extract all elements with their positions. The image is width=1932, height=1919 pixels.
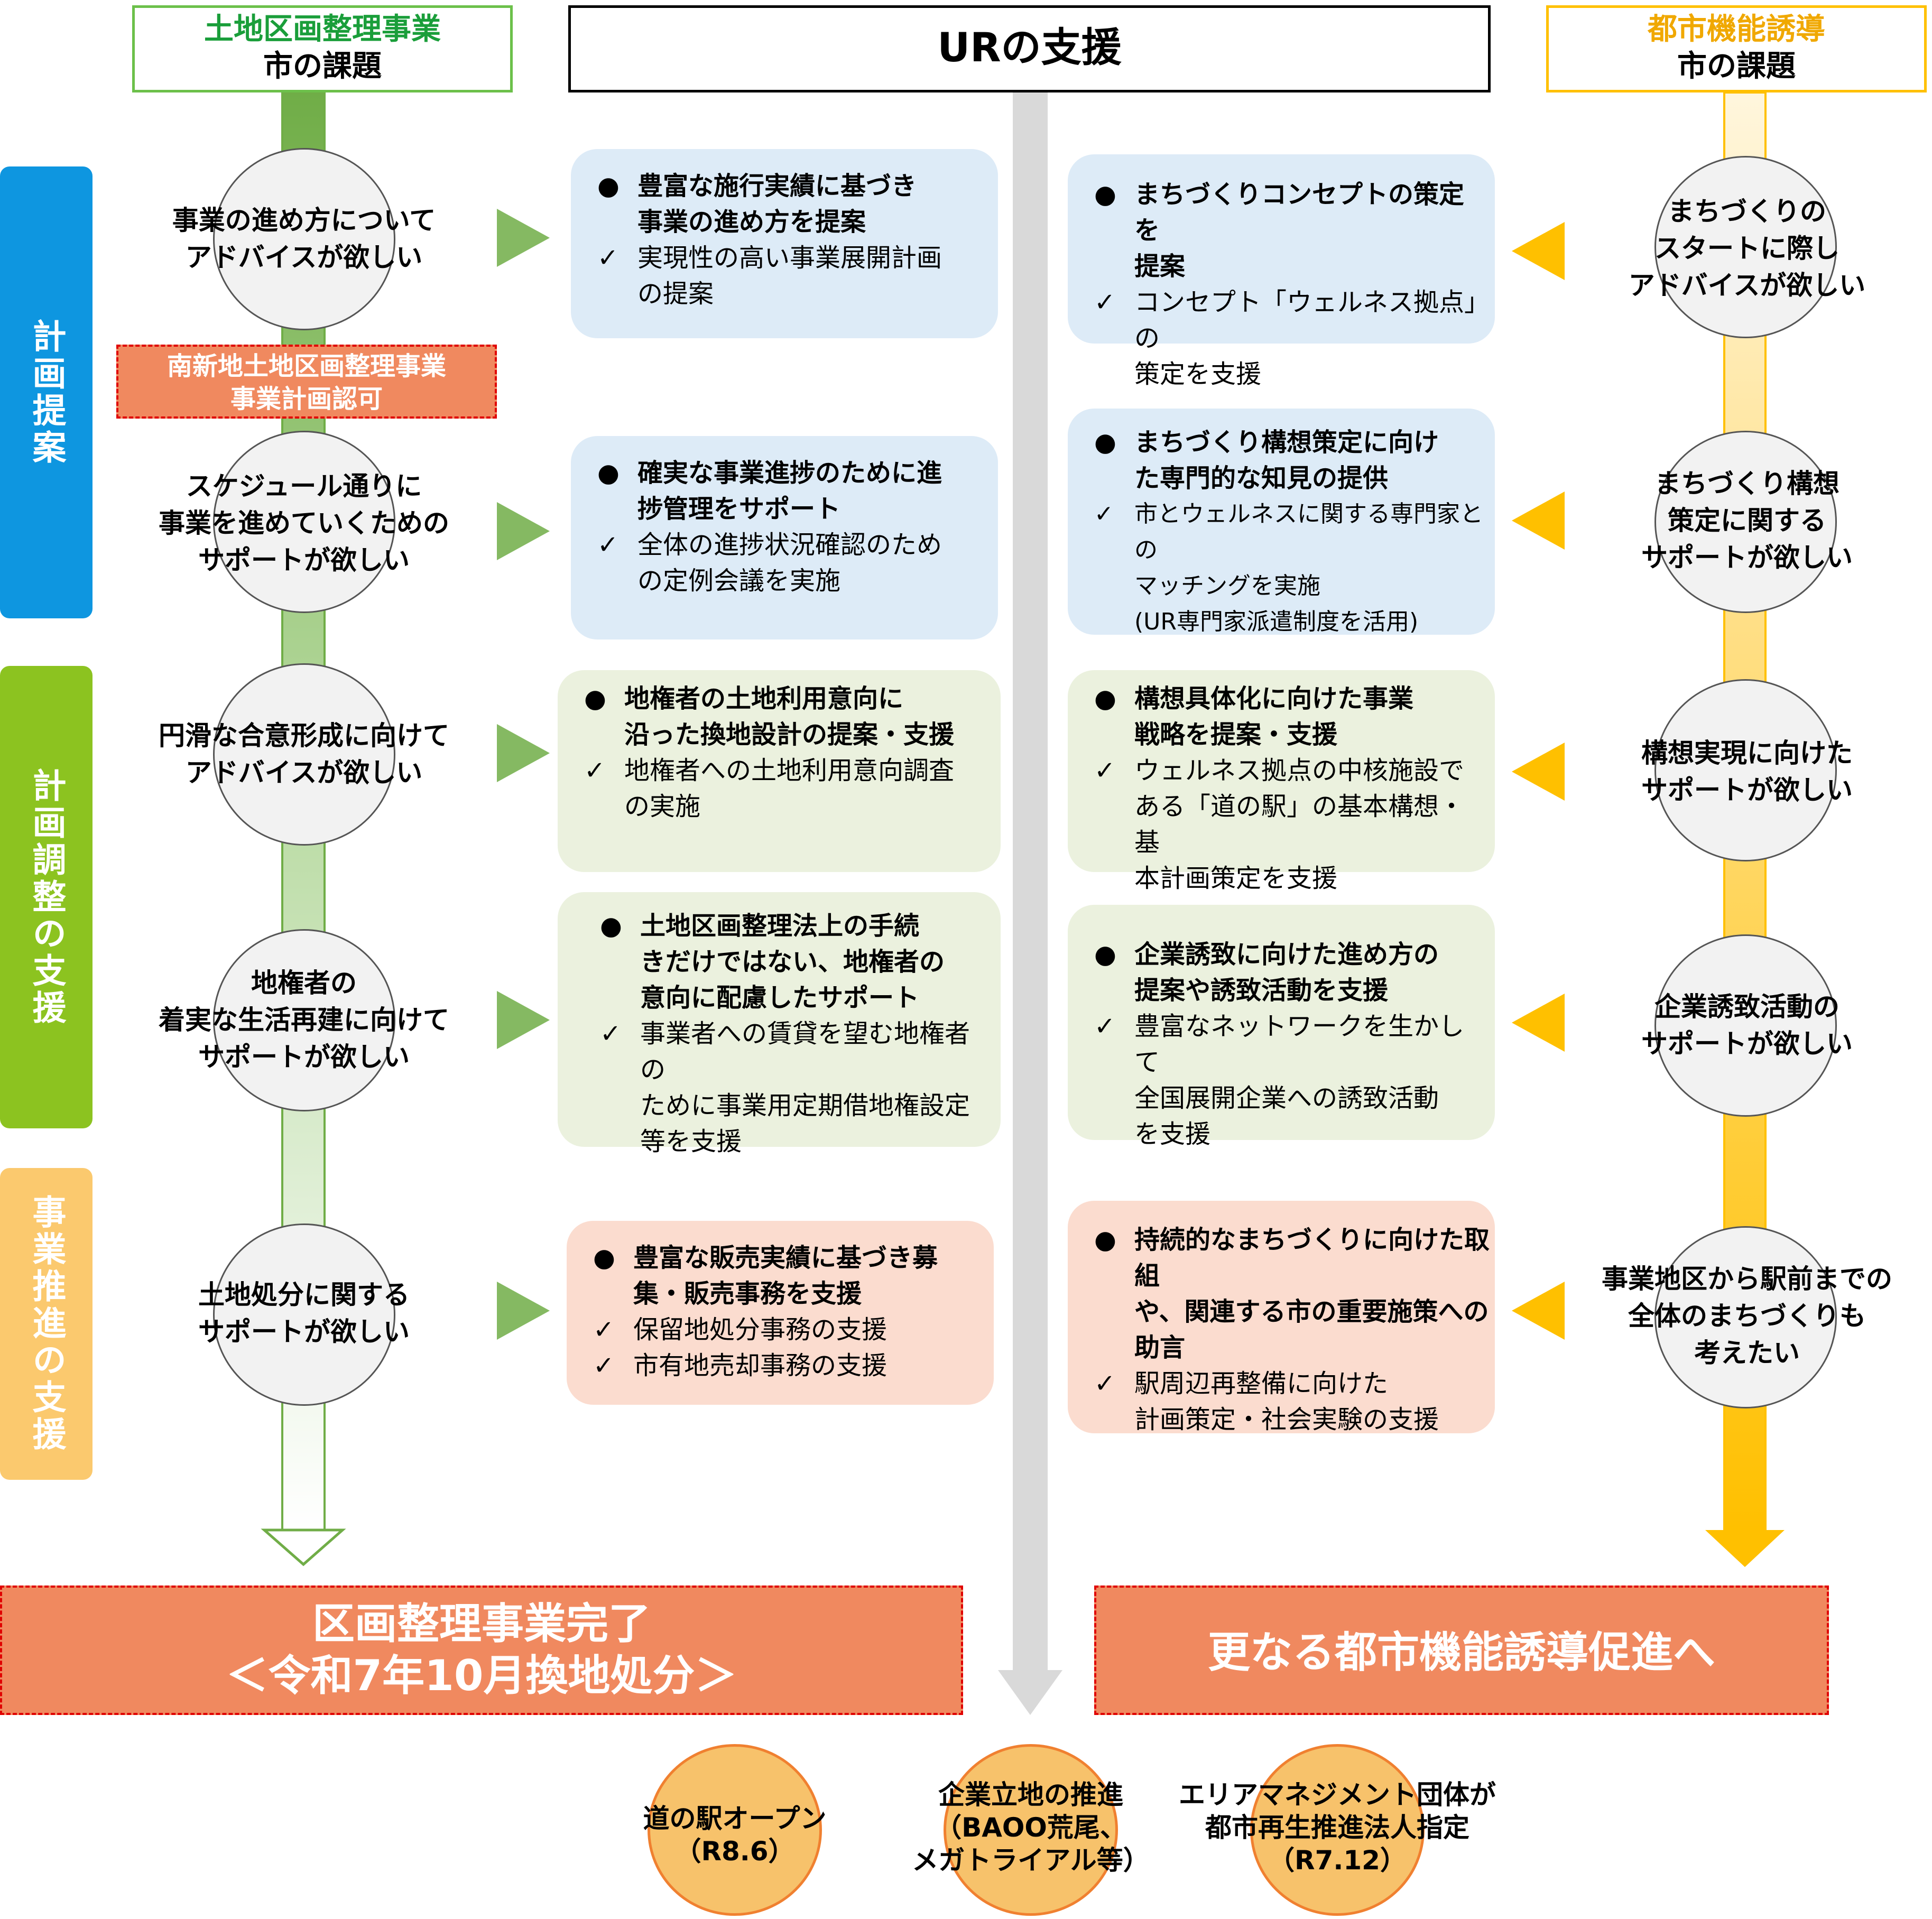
left-support-box: ● 豊富な販売実績に基づき募 集・販売事務を支援 ✓ 保留地処分事務の支援 ✓ 市有地…	[567, 1221, 994, 1405]
right-issue-circle	[1654, 1226, 1837, 1408]
support-main-text: 構想具体化に向けた事業 戦略を提案・支援	[1134, 684, 1414, 749]
left-issue-circle	[213, 929, 395, 1111]
support-sub-text: 全体の進捗状況確認のため の定例会議を実施	[637, 530, 942, 596]
left-header-subtitle: 市の課題	[263, 49, 382, 84]
check-icon: ✓	[1094, 756, 1116, 785]
right-issue-circle	[1654, 934, 1837, 1117]
milestone-circle	[1250, 1744, 1425, 1916]
left-issue-circle	[213, 663, 395, 846]
support-main-text: 企業誘致に向けた進め方の 提案や誘致活動を支援	[1134, 940, 1439, 1005]
support-sub-text: 豊富なネットワークを生かして 全国展開企業への誘致活動 を支援	[1134, 1012, 1465, 1149]
bullet-icon: ●	[1094, 940, 1116, 969]
left-issue-circle	[213, 148, 395, 330]
check-icon: ✓	[1094, 288, 1116, 317]
bullet-icon: ●	[1094, 180, 1116, 209]
right-issue-circle	[1654, 156, 1837, 338]
milestone-circle	[944, 1744, 1118, 1916]
support-sub-text: 事業者への賃貸を望む地権者の ために事業用定期借地権設定 等を支援	[640, 1019, 970, 1156]
support-main-text: まちづくり構想策定に向け た専門的な知見の提供	[1134, 428, 1439, 493]
milestone-text: 道の駅オープン （R8.6）	[643, 1803, 827, 1867]
center-flow-arrow	[998, 92, 1062, 1715]
center-column-header: URの支援	[568, 5, 1491, 92]
right-support-box: ● まちづくり構想策定に向け た専門的な知見の提供 ✓ 市とウェルネスに関する専門家…	[1068, 409, 1495, 635]
support-main-text: 確実な事業進捗のために進 捗管理をサポート	[637, 458, 942, 524]
right-issue-circle	[1654, 431, 1837, 613]
right-issue-text: 企業誘致活動の サポートが欲しい	[1641, 991, 1853, 1059]
right-header-title: 都市機能誘導	[1648, 12, 1825, 47]
left-outcome-subtitle: ＜令和7年10月換地処分＞	[226, 1651, 737, 1700]
bullet-icon: ●	[597, 458, 620, 488]
left-issue-circle	[213, 1223, 395, 1406]
left-issue-circle	[213, 431, 395, 613]
milestone-text: エリアマネジメント団体が 都市再生推進法人指定 （R7.12）	[1179, 1779, 1496, 1876]
support-sub-text: 地権者への土地利用意向調査 の実施	[624, 756, 955, 821]
support-main-text: まちづくりコンセプトの策定を 提案	[1134, 180, 1465, 281]
bullet-icon: ●	[584, 684, 606, 713]
right-issue-text: 構想実現に向けた サポートが欲しい	[1641, 738, 1853, 805]
check-icon: ✓	[584, 756, 606, 785]
bullet-icon: ●	[1094, 1225, 1116, 1255]
right-support-box: ● 企業誘致に向けた進め方の 提案や誘致活動を支援 ✓ 豊富なネットワークを生かして…	[1068, 905, 1495, 1149]
orange-pointer-triangles	[1512, 222, 1565, 1340]
right-issue-text: まちづくり構想 策定に関する サポートが欲しい	[1641, 468, 1853, 573]
left-column-header: 土地区画整理事業 市の課題	[132, 5, 513, 92]
support-sub-text: コンセプト「ウェルネス拠点」の 策定を支援	[1134, 288, 1477, 389]
right-issue-circle	[1654, 679, 1837, 861]
milestone-circle	[648, 1744, 822, 1916]
left-support-box: ● 地権者の土地利用意向に 沿った換地設計の提案・支援 ✓ 地権者への土地利用意向調…	[558, 670, 1001, 872]
support-main-text: 豊富な販売実績に基づき募 集・販売事務を支援	[633, 1243, 938, 1309]
check-icon: ✓	[1094, 1012, 1116, 1041]
phase-project-promotion: 事業推進の支援	[0, 1168, 93, 1480]
project-approval-note: 南新地土地区画整理事業 事業計画認可	[116, 345, 497, 419]
support-main-text: 地権者の土地利用意向に 沿った換地設計の提案・支援	[624, 684, 955, 749]
green-pointer-triangles	[497, 209, 550, 1340]
left-issue-text: 円滑な合意形成に向けて アドバイスが欲しい	[159, 720, 449, 788]
check-icon: ✓	[593, 1315, 615, 1345]
phase-plan-adjustment: 計画調整の支援	[0, 666, 93, 1128]
left-issue-text: スケジュール通りに 事業を進めていくための サポートが欲しい	[159, 471, 449, 576]
right-support-box: ● まちづくりコンセプトの策定を 提案 ✓ コンセプト「ウェルネス拠点」の 策定を支…	[1068, 154, 1495, 389]
bullet-icon: ●	[600, 911, 622, 941]
bullet-icon: ●	[593, 1243, 615, 1273]
support-sub-text: 駅周辺再整備に向けた 計画策定・社会実験の支援	[1134, 1369, 1439, 1434]
left-header-title: 土地区画整理事業	[204, 12, 441, 47]
left-issue-text: 事業の進め方について アドバイスが欲しい	[172, 205, 436, 273]
right-header-subtitle: 市の課題	[1677, 49, 1796, 84]
left-support-box: ● 土地区画整理法上の手続 きだけではない、地権者の 意向に配慮したサポート ✓ 事…	[558, 892, 1001, 1156]
right-issue-text: 事業地区から駅前までの 全体のまちづくりも 考えたい	[1602, 1264, 1892, 1368]
support-main-text: 豊富な施行実績に基づき 事業の進め方を提案	[637, 171, 917, 237]
phase-plan-proposal: 計画提案	[0, 166, 93, 618]
right-support-box: ● 持続的なまちづくりに向けた取組 や、関連する市の重要施策への 助言 ✓ 駅周辺再…	[1068, 1201, 1495, 1434]
milestone-text: 企業立地の推進 （BAOO荒尾、 メガトライアル等）	[912, 1779, 1150, 1876]
bullet-icon: ●	[597, 171, 620, 201]
left-outcome-box: 区画整理事業完了 ＜令和7年10月換地処分＞	[0, 1586, 963, 1715]
support-main-text: 土地区画整理法上の手続 きだけではない、地権者の 意向に配慮したサポート	[640, 911, 945, 1013]
right-column-header: 都市機能誘導 市の課題	[1546, 5, 1927, 92]
support-sub-text: 市とウェルネスに関する専門家との マッチングを実施 (UR専門家派遣制度を活用)	[1134, 500, 1483, 635]
left-outcome-title: 区画整理事業完了	[312, 1599, 651, 1648]
left-support-box: ● 確実な事業進捗のために進 捗管理をサポート ✓ 全体の進捗状況確認のため の定例…	[571, 436, 998, 639]
bullet-icon: ●	[1094, 684, 1116, 713]
left-issue-text: 土地処分に関する サポートが欲しい	[198, 1280, 410, 1347]
check-icon: ✓	[597, 243, 619, 273]
check-icon: ✓	[600, 1019, 622, 1049]
project-approval-note-line2: 事業計画認可	[230, 384, 383, 414]
right-issue-text: まちづくりの スタートに際し アドバイスが欲しい	[1628, 196, 1866, 301]
support-sub-text: 実現性の高い事業展開計画 の提案	[637, 243, 942, 309]
support-sub-text: ウェルネス拠点の中核施設で ある「道の駅」の基本構想・基 本計画策定を支援	[1134, 756, 1465, 893]
right-outcome-box: 更なる都市機能誘導促進へ	[1094, 1586, 1829, 1715]
left-support-box: ● 豊富な施行実績に基づき 事業の進め方を提案 ✓ 実現性の高い事業展開計画 の提案	[571, 149, 998, 338]
check-icon: ✓	[593, 1351, 615, 1380]
check-icon: ✓	[1094, 500, 1114, 527]
project-approval-note-line1: 南新地土地区画整理事業	[167, 351, 446, 381]
left-issue-text: 地権者の 着実な生活再建に向けて サポートが欲しい	[159, 968, 449, 1072]
support-sub-text: 市有地売却事務の支援	[633, 1351, 888, 1380]
check-icon: ✓	[597, 530, 619, 560]
right-support-box: ● 構想具体化に向けた事業 戦略を提案・支援 ✓ ウェルネス拠点の中核施設で ある「…	[1068, 670, 1495, 893]
support-main-text: 持続的なまちづくりに向けた取組 や、関連する市の重要施策への 助言	[1134, 1225, 1490, 1362]
bullet-icon: ●	[1094, 428, 1116, 457]
check-icon: ✓	[1094, 1369, 1116, 1398]
support-sub-text: 保留地処分事務の支援	[633, 1315, 888, 1345]
